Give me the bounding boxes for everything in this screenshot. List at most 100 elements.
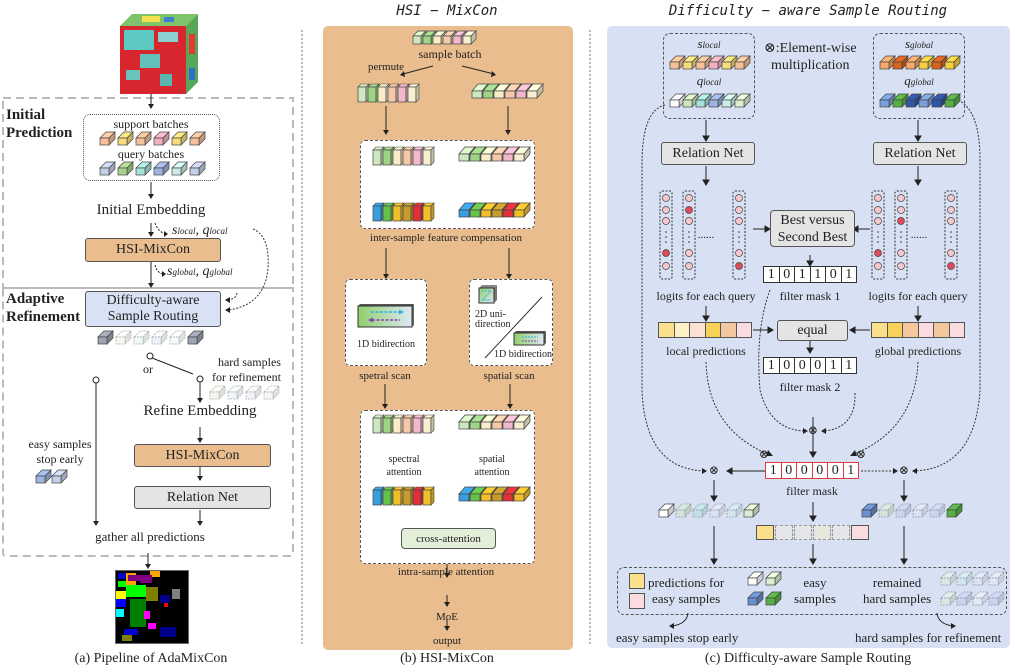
inter-sample-label: inter-sample feature compensation <box>370 232 522 244</box>
stage-frames <box>2 94 294 569</box>
moe-label: MoE <box>436 611 458 623</box>
feature-cube-glyph <box>513 202 531 218</box>
feature-cube-glyph <box>988 571 1005 586</box>
feature-cube-glyph <box>669 55 686 70</box>
feature-cube-glyph <box>878 503 895 518</box>
gather-predictions-label: gather all predictions <box>95 529 205 544</box>
feature-cube-glyph <box>972 571 989 586</box>
feature-cube-glyph <box>245 385 262 400</box>
feature-cube-glyph <box>99 131 116 146</box>
filtered-prediction-cell <box>851 525 869 540</box>
feature-cube-glyph <box>658 503 675 518</box>
filtered-global-cubes <box>861 503 967 518</box>
feature-cube-glyph <box>912 503 929 518</box>
query-batches-label: query batches <box>117 147 185 161</box>
spatial-scan-box: 2D uni-direction 1D bidirection <box>469 279 553 366</box>
feature-cube-glyph <box>187 330 204 345</box>
hsi-mixcon-block-refine: HSI-MixCon <box>134 444 271 467</box>
hsi-mixcon-block: HSI-MixCon <box>85 238 221 262</box>
mask-cell: 1 <box>840 266 857 283</box>
feature-cube-glyph <box>209 385 226 400</box>
logit-dot <box>897 206 905 214</box>
filtered-local-cubes <box>658 503 764 518</box>
feature-cube-glyph <box>695 55 712 70</box>
feature-cube-glyph <box>747 571 764 586</box>
relation-net-local: Relation Net <box>661 142 755 165</box>
filter-mask-1-label: filter mask 1 <box>779 289 841 303</box>
spectral-bar-glyph <box>422 146 435 166</box>
filtered-predictions-bar <box>756 525 869 540</box>
post-compensation-cubes <box>458 202 531 221</box>
filtered-prediction-cell <box>832 525 850 540</box>
logit-dot <box>735 217 743 225</box>
feature-cube-glyph <box>988 591 1005 606</box>
feature-cube-glyph <box>879 93 896 108</box>
sample-batch-label: sample batch <box>418 47 482 61</box>
classification-map-image <box>115 570 189 644</box>
global-features-group: sglobal qglobal <box>873 33 965 119</box>
logit-dot <box>947 249 955 257</box>
feature-cube-glyph <box>675 503 692 518</box>
logit-dot <box>874 206 882 214</box>
filter-mask-label: filter mask <box>786 484 838 498</box>
feature-cube-glyph <box>169 330 186 345</box>
logits-label-global: logits for each query <box>868 289 968 303</box>
original-batch-cubes <box>471 83 552 102</box>
spatial-scan-label: spatial scan <box>483 370 535 382</box>
logit-dot <box>947 194 955 202</box>
mask-cell: 0 <box>778 357 795 374</box>
global-predictions-label: global predictions <box>874 344 962 358</box>
output-label: output <box>432 635 462 647</box>
feature-cube-glyph <box>765 591 782 606</box>
logit-dot <box>735 262 743 270</box>
feature-cube-glyph <box>721 55 738 70</box>
easy-prediction-swatch-yellow <box>629 573 645 589</box>
feature-cube-glyph <box>171 131 188 146</box>
feature-cube-glyph <box>956 591 973 606</box>
mask-cell: 0 <box>778 266 795 283</box>
mask-cell: 0 <box>809 357 826 374</box>
panel-b-title: HSI − MixCon <box>396 3 498 19</box>
local-predictions-label: local predictions <box>666 344 746 358</box>
logit-column <box>732 190 746 280</box>
feature-cube-glyph <box>765 571 782 586</box>
mask-cell: 1 <box>840 357 857 374</box>
feature-cube-glyph <box>35 469 52 484</box>
logits-dots-left: ...... <box>697 229 715 241</box>
feature-cube-glyph <box>115 330 132 345</box>
feature-cube-glyph <box>946 503 963 518</box>
spatial-output-cubes <box>458 486 531 505</box>
feature-cube-glyph <box>51 469 68 484</box>
logit-dot <box>685 249 693 257</box>
feature-cube-glyph <box>972 591 989 606</box>
hard-refinement-label: hard samples for refinement <box>855 630 1002 645</box>
filtered-prediction-cell <box>756 525 774 540</box>
logit-dot <box>662 217 670 225</box>
logit-dot <box>735 249 743 257</box>
feature-cube-glyph <box>905 55 922 70</box>
feature-cube-glyph <box>117 131 134 146</box>
feature-cube-glyph <box>892 93 909 108</box>
2d-unidirection-label: 2D uni-direction <box>475 309 511 330</box>
q-global-label: qglobal <box>904 73 934 88</box>
easy-sample-cubes <box>35 469 71 484</box>
logit-dot <box>897 217 905 225</box>
feature-cube-glyph <box>695 93 712 108</box>
global-predictions-bar <box>871 322 965 338</box>
spatial-input-cubes <box>458 414 531 433</box>
feature-cube-glyph <box>879 55 896 70</box>
feature-cube-glyph <box>734 55 751 70</box>
feature-cube-glyph <box>99 161 116 176</box>
feature-cube-glyph <box>153 131 170 146</box>
1d-bidirection-spatial-label: 1D bidirection <box>494 349 553 360</box>
equal-block: equal <box>777 320 848 341</box>
feature-cube-glyph <box>895 503 912 518</box>
